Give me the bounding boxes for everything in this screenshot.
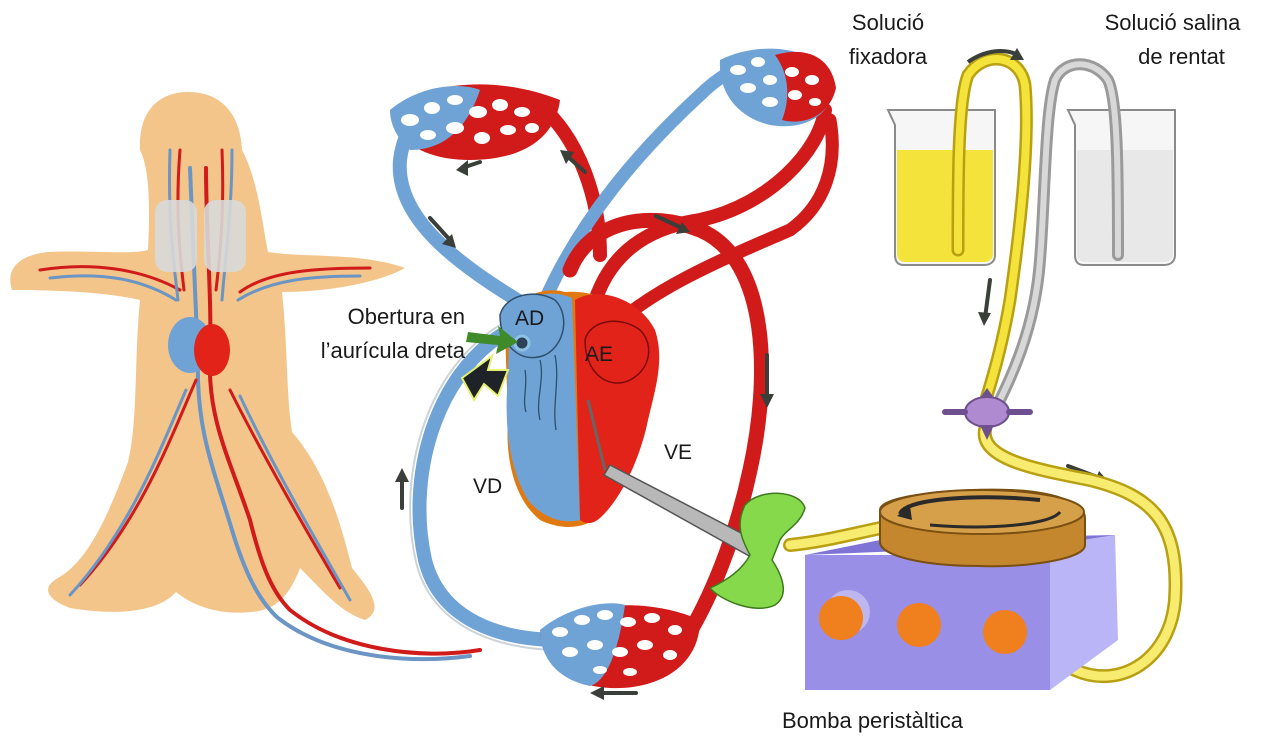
atrium-opening — [515, 336, 529, 350]
label-right-atrium-opening: Obertura en l’aurícula dreta — [275, 300, 465, 368]
label-peristaltic-pump: Bomba peristàltica — [782, 704, 963, 738]
rat-lung-right — [204, 200, 246, 272]
flow-arrow-icon — [978, 280, 991, 326]
valve-icon — [945, 388, 1030, 440]
rat-figure — [10, 92, 480, 659]
rat-heart-arterial — [194, 324, 230, 376]
flow-arrow-icon — [395, 468, 409, 508]
artery-upper-right — [590, 110, 825, 320]
capillary-bed-upper-left — [390, 84, 560, 160]
flow-arrow-icon — [590, 686, 636, 700]
capillary-bed-bottom — [540, 603, 700, 688]
peristaltic-pump — [805, 490, 1118, 690]
label-fixative-solution: Solució fixadora — [828, 6, 948, 74]
label-right-atrium: AD — [515, 302, 544, 336]
rat-lung-left — [155, 200, 197, 272]
capillary-bed-upper-right — [720, 49, 836, 127]
label-saline-solution: Solució salina de rentat — [1085, 6, 1260, 74]
label-left-ventricle: VE — [664, 436, 692, 470]
flow-arrow-icon — [456, 160, 480, 176]
label-right-ventricle: VD — [473, 470, 502, 504]
beaker-fixative — [888, 110, 995, 265]
label-left-atrium: AE — [585, 338, 613, 372]
